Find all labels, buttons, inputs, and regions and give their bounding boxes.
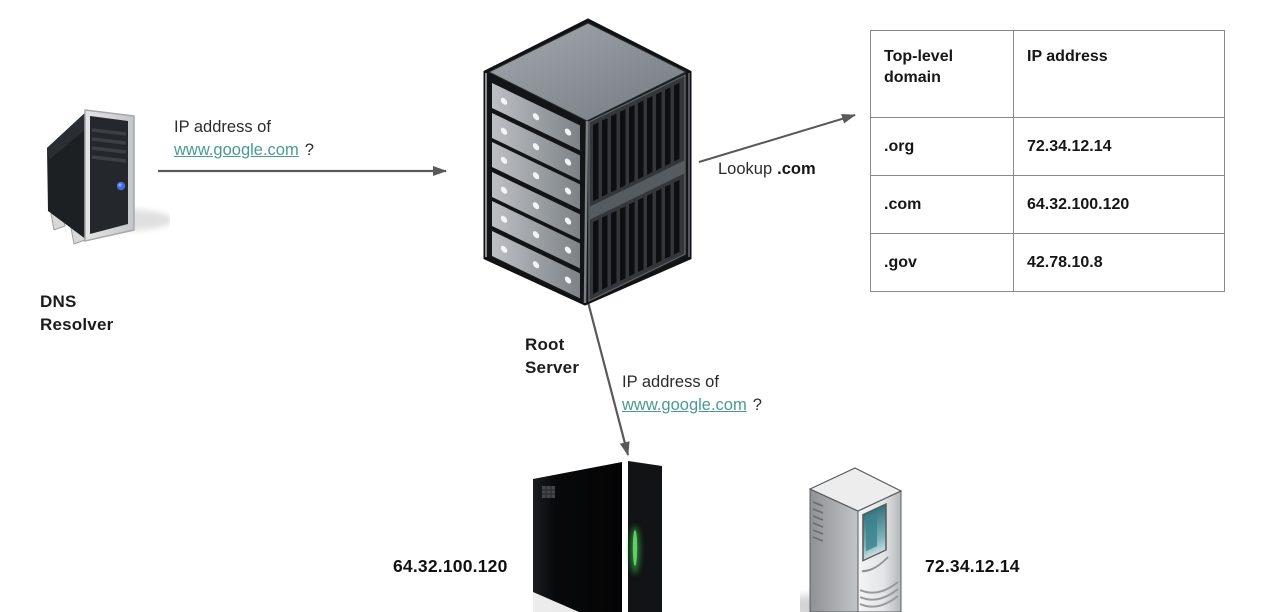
tld-cell: .com — [870, 175, 1014, 234]
question-mark: ? — [304, 141, 314, 159]
root-server-icon — [483, 18, 692, 306]
ip-cell: 72.34.12.14 — [1013, 117, 1225, 176]
table-row: .com 64.32.100.120 — [870, 175, 1225, 234]
lookup-prefix: Lookup — [718, 160, 773, 178]
lookup-tld: .com — [777, 160, 816, 178]
dns-resolver-label: DNS Resolver — [40, 292, 114, 334]
lookup-arrow — [698, 113, 856, 163]
ip-cell: 64.32.100.120 — [1013, 175, 1225, 234]
query-to-root-label: IP address of www.google.com? — [174, 116, 314, 162]
org-tld-server-icon — [800, 467, 903, 612]
table-row: .org 72.34.12.14 — [870, 117, 1225, 176]
question-mark: ? — [752, 396, 762, 414]
tld-table-header-ip: IP address — [1013, 30, 1225, 118]
root-server-label: Root Server — [525, 335, 580, 377]
com-tld-server-icon — [533, 461, 662, 612]
tld-table-header-row: Top-level domain IP address — [870, 30, 1225, 118]
ip-cell: 42.78.10.8 — [1013, 233, 1225, 292]
tld-cell: .gov — [870, 233, 1014, 292]
google-link: www.google.com — [174, 141, 299, 159]
lookup-label: Lookup.com — [718, 160, 816, 179]
table-row: .gov 42.78.10.8 — [870, 233, 1225, 292]
org-server-ip-label: 72.34.12.14 — [925, 556, 1020, 576]
google-link: www.google.com — [622, 396, 747, 414]
dns-resolver-icon — [47, 109, 170, 245]
tld-query-arrow — [586, 301, 630, 456]
tld-cell: .org — [870, 117, 1014, 176]
query-to-tld-label: IP address of www.google.com? — [622, 371, 762, 417]
query-prefix: IP address of — [622, 373, 719, 391]
com-server-ip-label: 64.32.100.120 — [393, 556, 508, 576]
query-prefix: IP address of — [174, 118, 271, 136]
tld-table: Top-level domain IP address .org 72.34.1… — [870, 30, 1225, 292]
tld-table-header-domain: Top-level domain — [870, 30, 1014, 118]
